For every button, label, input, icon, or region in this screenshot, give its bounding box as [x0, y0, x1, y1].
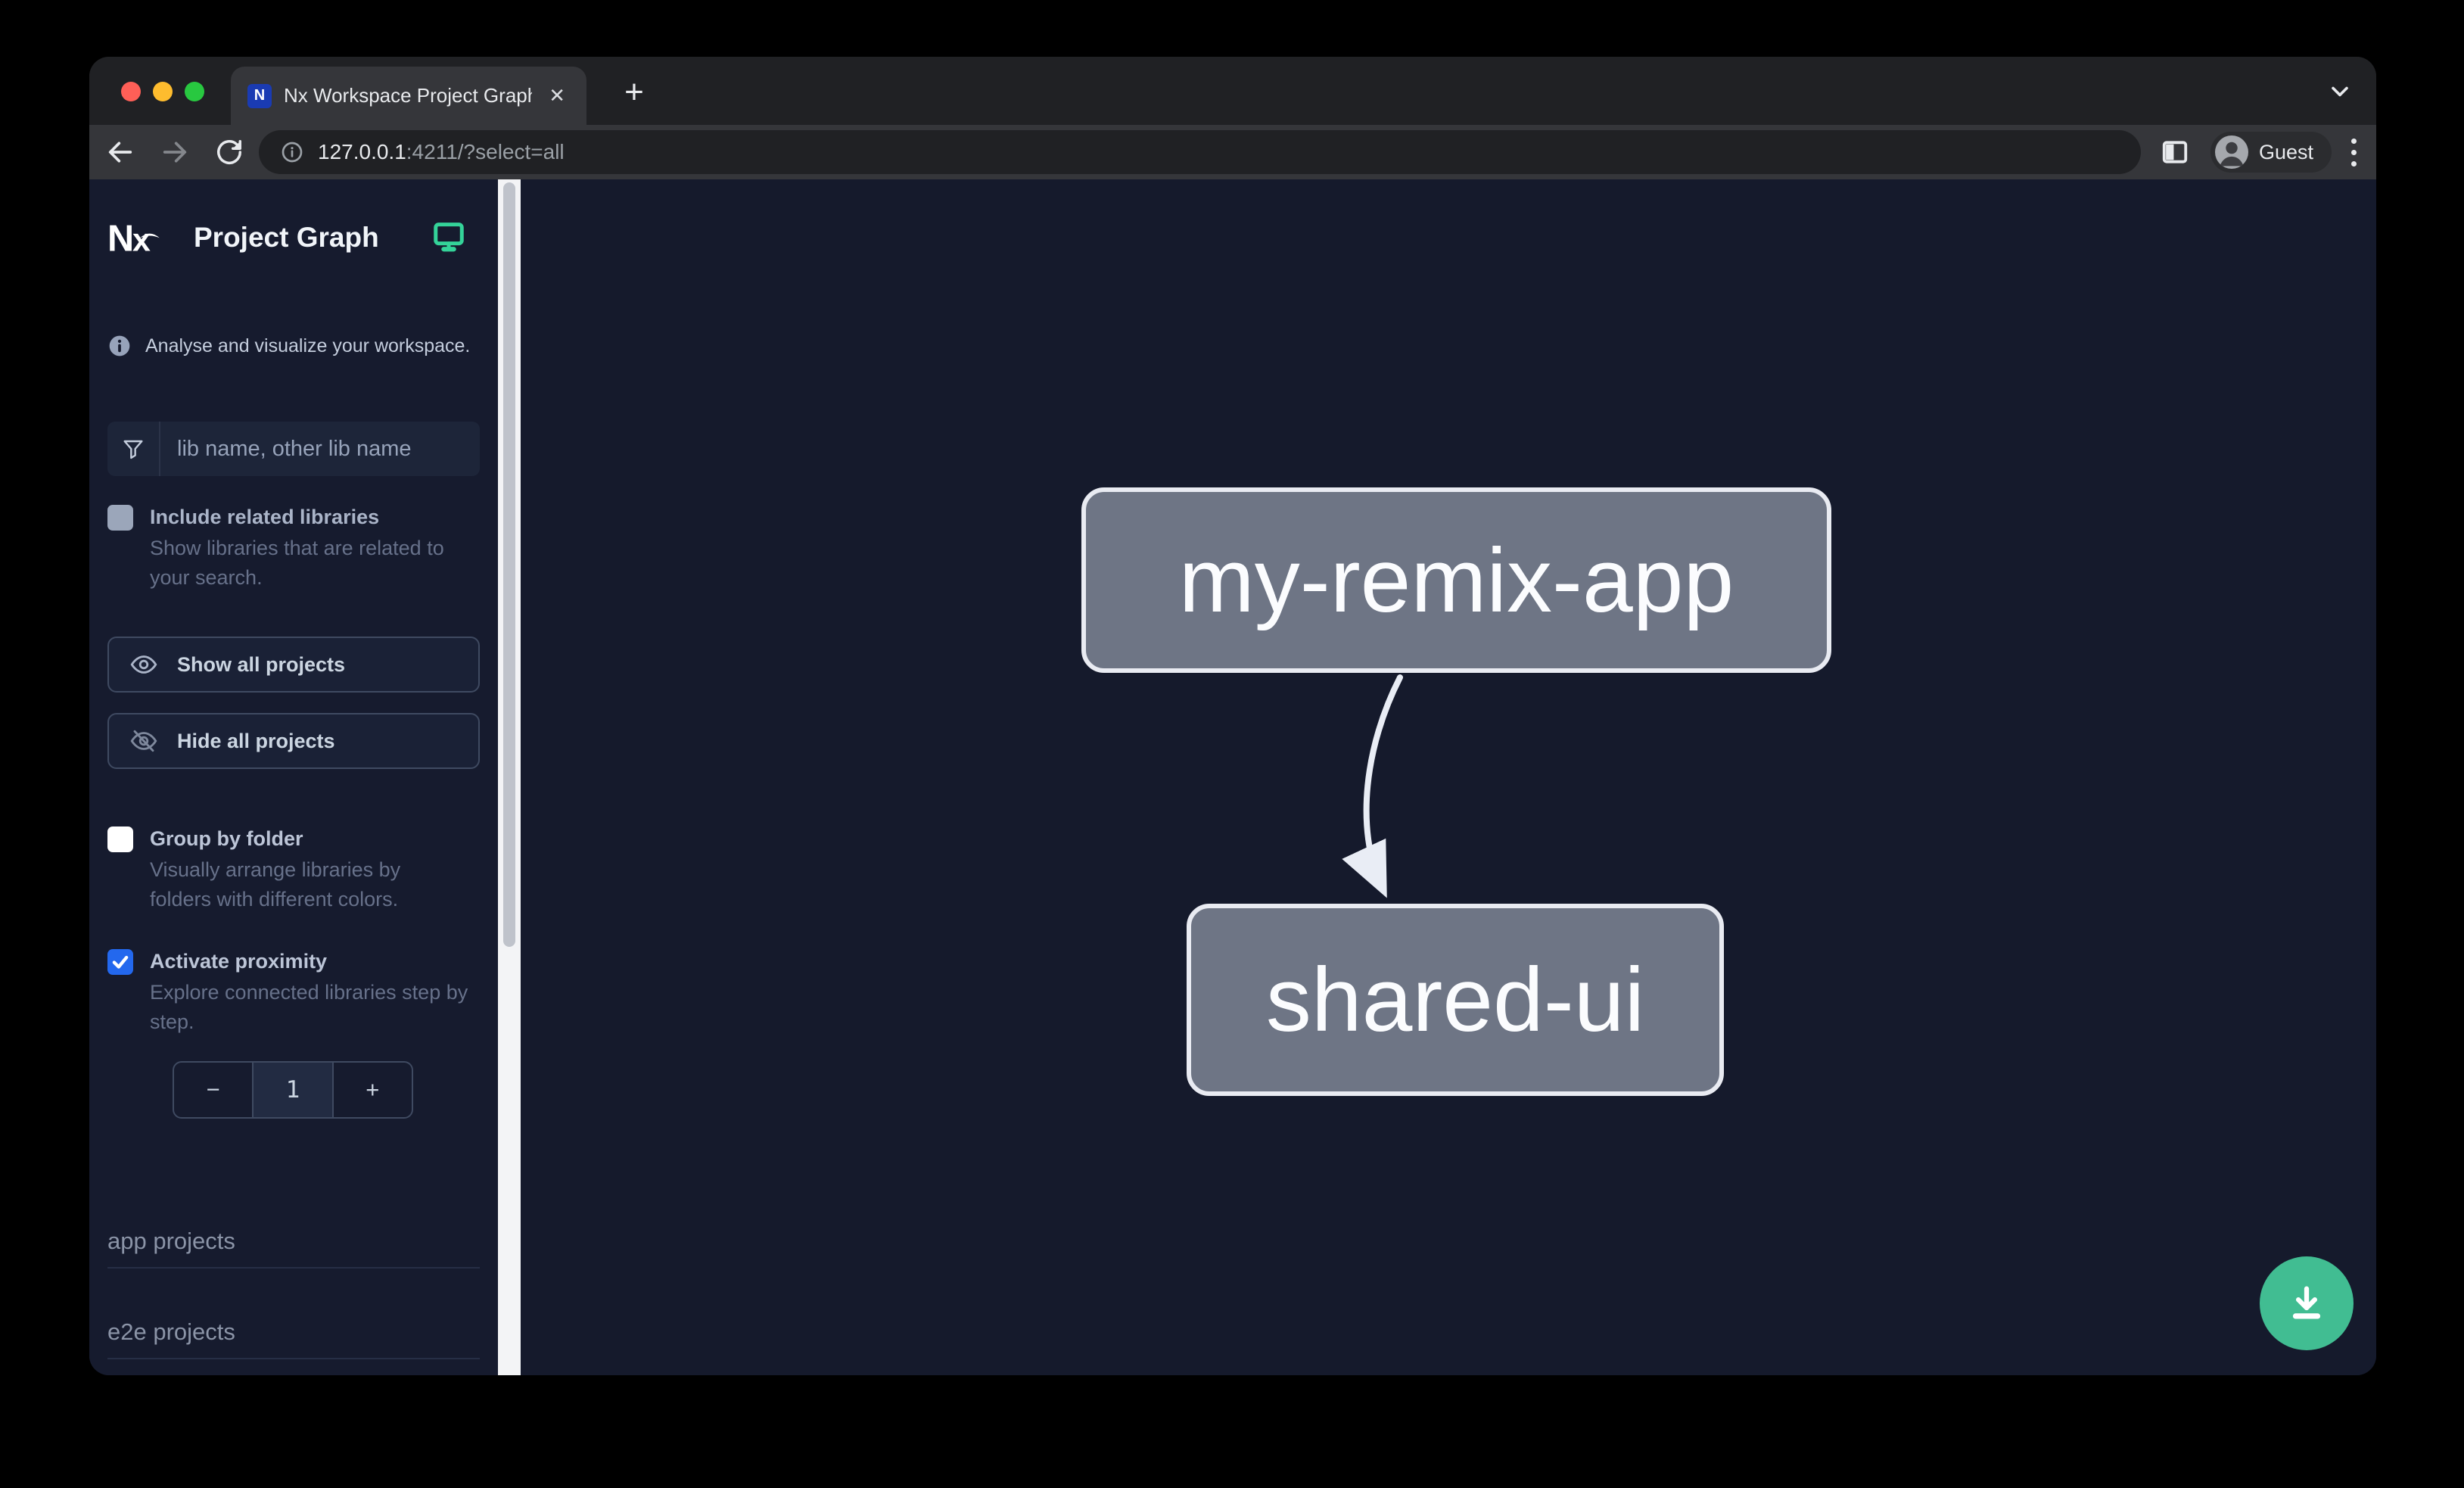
project-node-shared-ui[interactable]: shared-ui: [1187, 904, 1724, 1096]
decrement-button[interactable]: −: [174, 1063, 254, 1117]
section-label: e2e projects: [107, 1318, 235, 1345]
url-bar[interactable]: 127.0.0.1:4211/?select=all: [259, 130, 2141, 174]
avatar: [2214, 135, 2248, 169]
new-tab-button[interactable]: +: [624, 73, 644, 111]
scrollbar-thumb[interactable]: [503, 182, 515, 947]
tagline-text: Analyse and visualize your workspace.: [145, 335, 471, 356]
project-node-my-remix-app[interactable]: my-remix-app: [1081, 487, 1831, 673]
increment-button[interactable]: +: [331, 1063, 412, 1117]
hide-all-projects-label: Hide all projects: [177, 729, 335, 752]
section-label: app projects: [107, 1228, 235, 1254]
nx-favicon-icon: N: [247, 83, 272, 108]
eye-icon: [130, 655, 157, 674]
proximity-depth-stepper: − 1 +: [173, 1061, 413, 1119]
divider: [107, 1358, 480, 1359]
close-window-button[interactable]: [121, 82, 141, 101]
activate-proximity-label: Activate proximity: [150, 950, 328, 973]
url-text: 127.0.0.1:4211/?select=all: [318, 140, 565, 163]
browser-menu-icon[interactable]: [2351, 138, 2357, 167]
nx-logo: N x: [107, 219, 160, 257]
filter-icon: [107, 422, 160, 476]
reload-icon[interactable]: [213, 136, 245, 168]
info-icon: [109, 335, 130, 356]
sidebar-scrollbar[interactable]: [498, 179, 521, 1375]
search-box: [107, 422, 480, 476]
node-label: my-remix-app: [1178, 529, 1734, 631]
hide-all-projects-button[interactable]: Hide all projects: [107, 713, 480, 769]
tagline-row: Analyse and visualize your workspace.: [107, 334, 480, 358]
tab-title: Nx Workspace Project Graph: [284, 84, 533, 107]
show-all-projects-button[interactable]: Show all projects: [107, 637, 480, 693]
include-related-option: Include related libraries Show libraries…: [107, 503, 480, 593]
side-panel-icon[interactable]: [2159, 136, 2191, 168]
browser-window: N Nx Workspace Project Graph ✕ + 127.0.0…: [89, 57, 2376, 1375]
include-related-checkbox[interactable]: [107, 505, 133, 531]
search-input[interactable]: [160, 436, 480, 462]
zoom-window-button[interactable]: [185, 82, 204, 101]
include-related-description: Show libraries that are related to your …: [150, 537, 444, 589]
activate-proximity-description: Explore connected libraries step by step…: [150, 981, 468, 1033]
monitor-icon[interactable]: [431, 219, 466, 257]
site-info-icon[interactable]: [280, 140, 304, 164]
window-controls: [121, 82, 204, 101]
group-by-folder-label: Group by folder: [150, 827, 303, 850]
back-icon[interactable]: [104, 136, 136, 168]
profile-button[interactable]: Guest: [2210, 132, 2332, 173]
include-related-label: Include related libraries: [150, 506, 380, 528]
divider: [107, 1267, 480, 1269]
activate-proximity-option: Activate proximity Explore connected lib…: [107, 948, 480, 1037]
graph-canvas[interactable]: my-remix-app shared-ui: [521, 179, 2376, 1375]
section-e2e-projects[interactable]: e2e projects: [107, 1318, 480, 1359]
sidebar: N x Project Graph Analyse and visualize …: [89, 179, 498, 1375]
dependency-edge: [1342, 674, 1403, 898]
stepper-value[interactable]: 1: [254, 1063, 332, 1117]
group-by-folder-checkbox[interactable]: [107, 826, 133, 852]
browser-toolbar: 127.0.0.1:4211/?select=all Guest: [89, 125, 2376, 179]
browser-tab[interactable]: N Nx Workspace Project Graph ✕: [231, 67, 586, 125]
download-graph-button[interactable]: [2260, 1256, 2354, 1350]
eye-off-icon: [130, 730, 157, 752]
brand-header: N x Project Graph: [107, 211, 480, 264]
svg-text:N: N: [107, 219, 132, 257]
page-title: Project Graph: [194, 222, 379, 253]
tab-list-chevron-icon[interactable]: [2326, 78, 2354, 109]
download-icon: [2292, 1286, 2321, 1319]
browser-titlebar: N Nx Workspace Project Graph ✕ +: [89, 57, 2376, 125]
show-all-projects-label: Show all projects: [177, 652, 346, 676]
svg-text:x: x: [132, 222, 151, 256]
node-label: shared-ui: [1265, 949, 1645, 1051]
minimize-window-button[interactable]: [153, 82, 173, 101]
profile-label: Guest: [2258, 140, 2313, 163]
forward-icon[interactable]: [159, 136, 191, 168]
tab-close-icon[interactable]: ✕: [549, 84, 565, 107]
group-by-folder-option: Group by folder Visually arrange librari…: [107, 825, 480, 914]
check-icon: [112, 955, 129, 969]
group-by-folder-description: Visually arrange libraries by folders wi…: [150, 858, 401, 911]
activate-proximity-checkbox[interactable]: [107, 949, 133, 975]
section-app-projects[interactable]: app projects: [107, 1228, 480, 1269]
